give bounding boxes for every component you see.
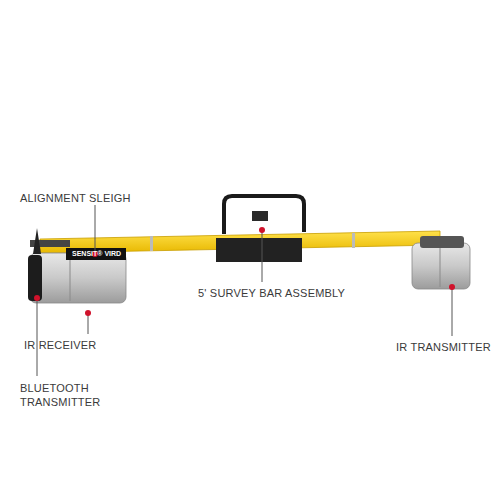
- ir-transmitter-housing: [412, 243, 470, 289]
- handle-base: [216, 238, 302, 262]
- logo-text: SENSIT® VIRD: [72, 249, 121, 258]
- callout-dots: [34, 227, 455, 316]
- handle-knob: [252, 211, 268, 221]
- carry-handle: [224, 196, 304, 234]
- bar-clamp: [352, 233, 355, 248]
- bar-clamp: [150, 236, 153, 251]
- part-label: IR RECEIVER: [24, 338, 97, 352]
- logo-plate: [66, 248, 126, 260]
- front-cap: [28, 255, 42, 301]
- part-label: IR TRANSMITTER: [396, 340, 491, 354]
- ir-receiver-housing: [30, 253, 126, 303]
- part-label: BLUETOOTH TRANSMITTER: [20, 381, 110, 409]
- leader-lines: [37, 205, 452, 376]
- bluetooth-antenna: [33, 228, 41, 254]
- transmitter-clamp: [420, 236, 464, 248]
- part-label: 5' SURVEY BAR ASSEMBLY: [198, 286, 345, 300]
- part-label: ALIGNMENT SLEIGH: [20, 191, 131, 205]
